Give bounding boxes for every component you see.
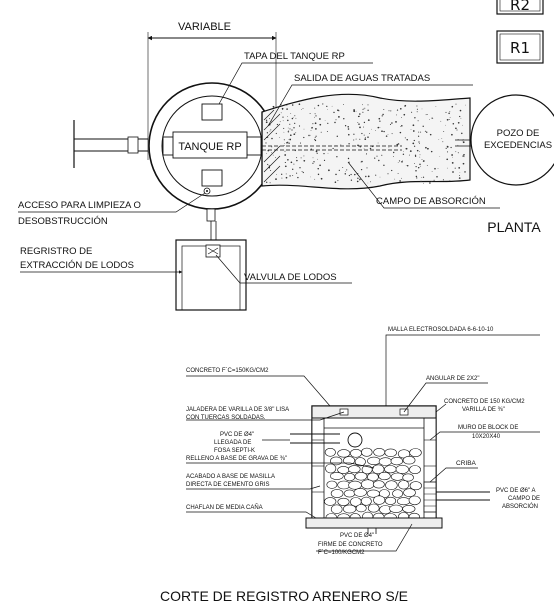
pvc6-label-2: CAMPO DE (508, 496, 540, 502)
malla-leader (385, 334, 540, 406)
jaladera-label-2: CON TUERCAS SOLDADAS. (186, 415, 266, 421)
concreto-right-leader (435, 403, 447, 413)
pvc6-label-1: PVC DE Ø6" A (496, 488, 535, 494)
lid-tab-right (246, 136, 262, 156)
acabado-label-1: ACABADO A BASE DE MASILLA (186, 474, 275, 480)
relleno-label: RELLENO A BASE DE GRAVA DE ⅜" (186, 456, 287, 462)
lid-tab-bottom (201, 169, 223, 187)
salida-label: SALIDA DE AGUAS TRATADAS (294, 73, 430, 84)
gravel-speckle (265, 103, 467, 184)
campo-leader (347, 161, 500, 209)
jaladera-leader (186, 411, 345, 421)
muro-label-2: 10X20X40 (472, 434, 501, 440)
concreto-right-label-2: VARILLA DE ⅜" (462, 407, 505, 413)
firme-label-1: FIRME DE CONCRETO (318, 542, 383, 548)
overflow-well-label-2: EXCEDENCIAS (484, 140, 552, 151)
concreto-right-label-1: CONCRETO DE 150 KG/CM2 (444, 399, 525, 405)
chaflan-leader (186, 511, 317, 519)
jaladera-label-1: JALADERA DE VARILLA DE 3/8" LISA (186, 407, 289, 413)
firme-label-2: F´C=100/KGCM2 (318, 550, 365, 556)
absorption-field (261, 93, 471, 190)
chaflan-label: CHAFLAN DE MEDIA CAÑA (186, 504, 263, 511)
plan-view: VARIABLE TANQUE RP (18, 21, 554, 311)
pvc4-bottom-label: PVC DE Ø4" (340, 533, 374, 539)
pvc4-label-2: LLEGADA DE (214, 440, 251, 446)
tank-label-box (172, 131, 248, 159)
lid-tab-top (201, 103, 223, 121)
acabado-leader (186, 485, 321, 490)
tag-r1: R1 (496, 30, 544, 64)
criba-label: CRIBA (456, 460, 477, 467)
angular-label: ANGULAR DE 2X2" (426, 376, 479, 382)
absorption-entry-hatch (263, 109, 281, 183)
gravel-fill (324, 447, 422, 523)
tag-r2-label: R2 (510, 0, 530, 14)
wall-left (311, 413, 325, 525)
muro-leader (429, 431, 540, 441)
overflow-well-label-1: POZO DE (497, 128, 540, 139)
malla-label: MALLA ELECTROSOLDADA 6-6-10-10 (388, 327, 494, 333)
acceso-leader (18, 192, 206, 213)
valvula-label: VALVULA DE LODOS (244, 272, 337, 283)
acceso-label-2: DESOBSTRUCCIÓN (18, 216, 108, 227)
overflow-well (470, 94, 554, 186)
registro-label-1: REGRISTRO DE (20, 246, 92, 257)
outlet-spout (206, 208, 216, 222)
tag-r2: R2 (496, 0, 544, 15)
angular-leader (403, 382, 488, 413)
inlet-pipe-end (347, 432, 363, 448)
muro-label-1: MURO DE BLOCK DE (458, 425, 518, 431)
tapa-leader (218, 62, 373, 105)
pvc6-label-3: ABSORCIÓN (502, 503, 538, 510)
concreto-top-leader (186, 375, 331, 407)
firme-leader (316, 523, 413, 552)
salida-leader (267, 84, 473, 127)
section-title: CORTE DE REGISTRO ARENERO S/E (160, 588, 408, 604)
pvc4-label-3: FOSA SEPTI-K (214, 448, 255, 454)
valvula-leader (215, 254, 352, 284)
variable-label: VARIABLE (178, 21, 231, 33)
concrete-slab (305, 517, 443, 529)
pvc4-label-1: PVC DE Ø4" (220, 432, 254, 438)
acabado-label-2: DIRECTA DE CEMENTO GRIS (186, 482, 269, 488)
campo-label: CAMPO DE ABSORCIÓN (376, 196, 486, 207)
tag-r1-label: R1 (510, 39, 530, 57)
relleno-leader (186, 462, 375, 469)
inlet-fitting (127, 136, 139, 154)
registro-label-2: EXTRACCIÓN DE LODOS (20, 260, 134, 271)
sieve (423, 481, 437, 513)
concreto-top-label: CONCRETO F´C=150KG/CM2 (186, 368, 269, 374)
tank-label: TANQUE RP (178, 141, 241, 153)
plan-title: PLANTA (487, 219, 541, 235)
tapa-label: TAPA DEL TANQUE RP (244, 51, 345, 62)
acceso-label-1: ACCESO PARA LIMPIEZA O (18, 200, 141, 211)
criba-leader (429, 467, 478, 483)
section-view: MALLA ELECTROSOLDADA 6-6-10-10 CONCRETO … (160, 327, 540, 604)
